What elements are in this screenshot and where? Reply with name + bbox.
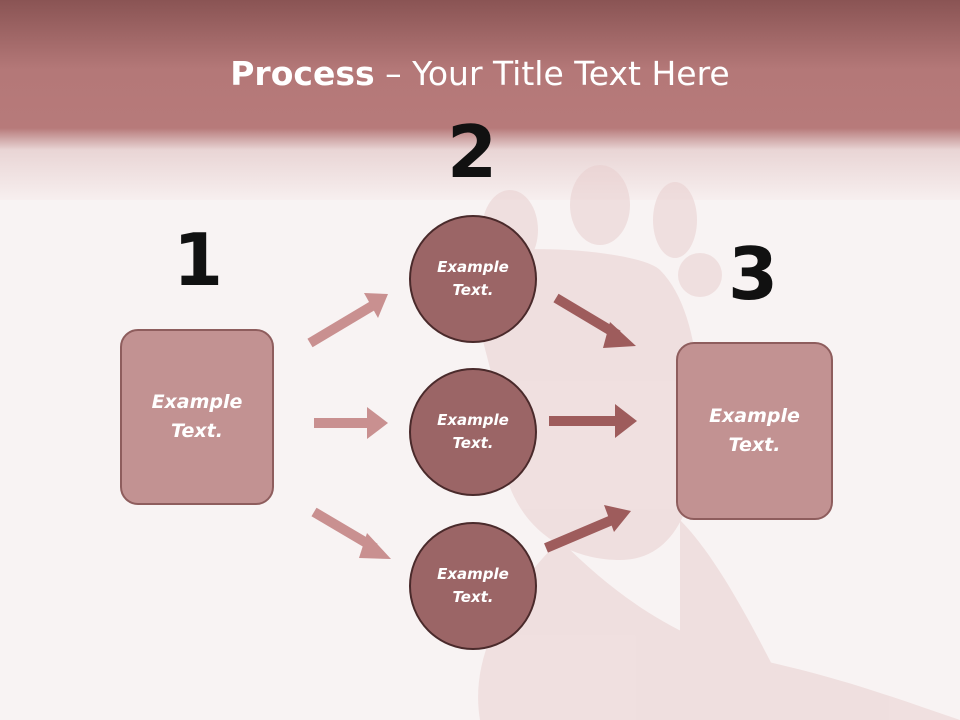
step-circle-3: Example Text. (409, 522, 537, 650)
right-step-box-text: Example Text. (709, 405, 800, 456)
arrow-right-bottom (544, 505, 631, 553)
arrow-right-top (553, 293, 636, 348)
step-circle-1-text: Example Text. (437, 258, 509, 299)
step-number-2: 2 (446, 110, 498, 194)
arrow-left-middle (314, 407, 388, 439)
slide-title: Process – Your Title Text Here (0, 52, 960, 96)
title-bold-text: Process (230, 54, 375, 93)
left-step-box: Example Text. (120, 329, 274, 505)
arrow-left-top (307, 293, 388, 348)
step-circle-3-text: Example Text. (437, 565, 509, 606)
arrow-left-bottom (311, 507, 391, 559)
step-number-3: 3 (727, 232, 779, 316)
step-number-1: 1 (172, 218, 224, 302)
step-circle-2-text: Example Text. (437, 411, 509, 452)
arrow-right-middle (549, 404, 637, 438)
left-step-box-text: Example Text. (151, 391, 243, 442)
step-circle-1: Example Text. (409, 215, 537, 343)
title-rest-text: – Your Title Text Here (374, 54, 730, 93)
right-step-box: Example Text. (676, 342, 833, 520)
header-band (0, 0, 960, 200)
step-circle-2: Example Text. (409, 368, 537, 496)
